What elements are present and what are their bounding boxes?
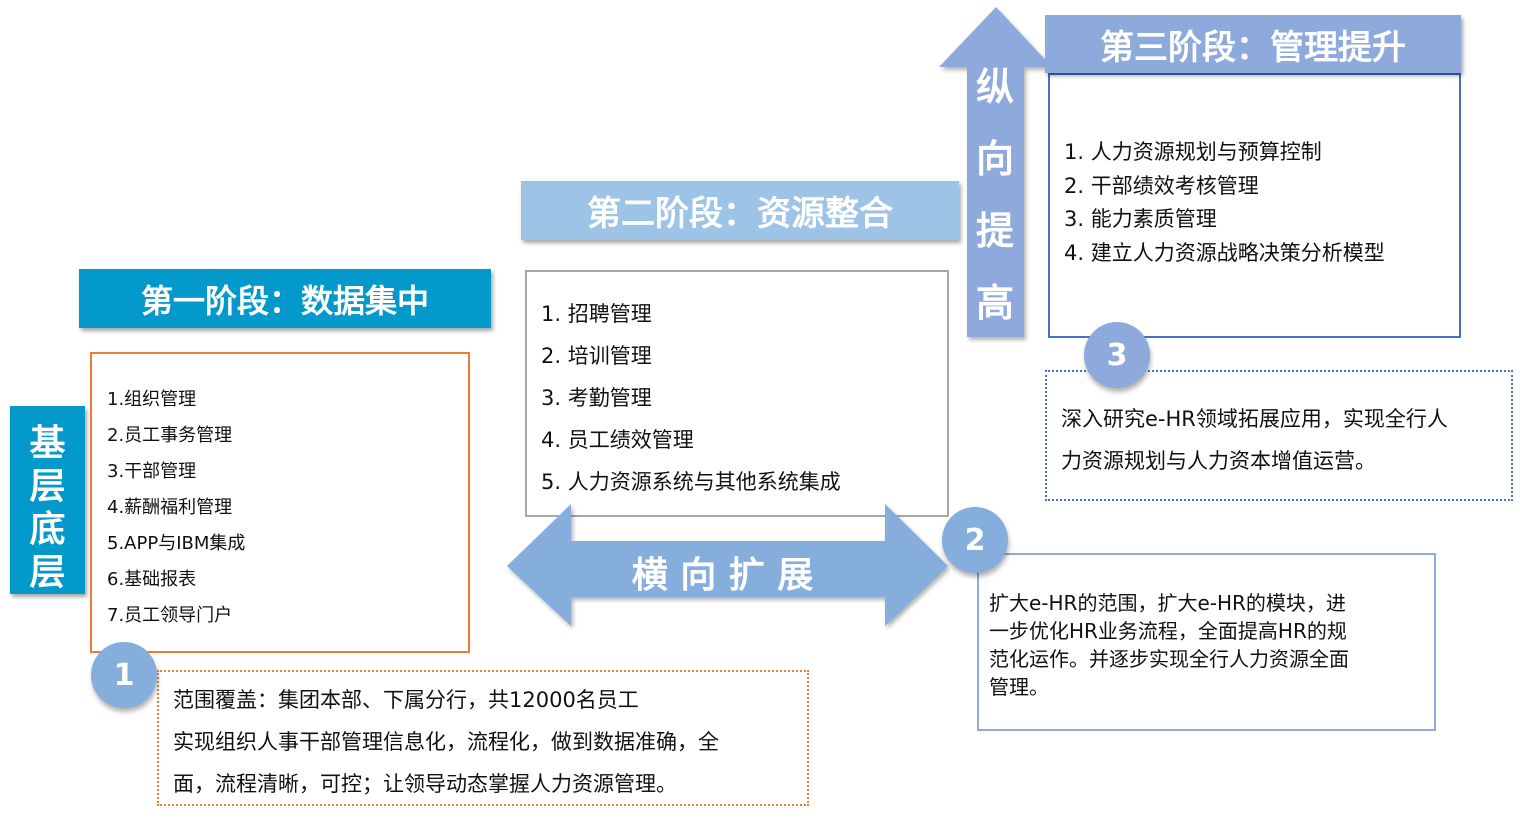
stage2-module-box <box>525 270 949 517</box>
vertical-raise-label: 纵 向 提 高 <box>966 56 1024 336</box>
stage1-item: 7.员工领导门户 <box>107 605 233 626</box>
stage2-item: 3. 考勤管理 <box>541 386 652 410</box>
stage1-desc-line: 范围覆盖：集团本部、下属分行，共12000名员工 <box>173 688 639 712</box>
stage3-item: 4. 建立人力资源战略决策分析模型 <box>1064 241 1385 265</box>
stage2-badge: 2 <box>942 507 1008 573</box>
stage2-desc-line: 范化运作。并逐步实现全行人力资源全面 <box>989 647 1349 671</box>
vertical-raise-char: 高 <box>975 281 1014 325</box>
stage3-item: 1. 人力资源规划与预算控制 <box>1064 140 1322 164</box>
stage1-desc-line: 实现组织人事干部管理信息化，流程化，做到数据准确，全 <box>173 730 719 754</box>
stage1-item: 4.薪酬福利管理 <box>107 497 233 518</box>
stage2-desc-line: 扩大e-HR的范围，扩大e-HR的模块，进 <box>989 591 1346 615</box>
stage2-item: 5. 人力资源系统与其他系统集成 <box>541 470 841 494</box>
horizontal-expand-label: 横 向 扩 展 <box>631 555 814 596</box>
horizontal-double-arrow-icon <box>507 504 948 626</box>
stage1-desc-box <box>157 670 809 806</box>
base-layer-label: 基 层 底 层 <box>10 406 85 594</box>
stage2-desc-box <box>977 553 1436 731</box>
stage2-desc-line: 一步优化HR业务流程，全面提高HR的规 <box>989 619 1347 643</box>
stage1-item: 6.基础报表 <box>107 569 197 590</box>
stage3-desc-line: 力资源规划与人力资本增值运营。 <box>1061 449 1376 473</box>
stage3-title: 第三阶段：管理提升 <box>1045 15 1461 73</box>
stage1-item: 2.员工事务管理 <box>107 425 233 446</box>
stage2-item: 2. 培训管理 <box>541 344 652 368</box>
vertical-raise-char: 纵 <box>975 65 1014 109</box>
vertical-raise-char: 提 <box>975 209 1014 253</box>
base-layer-char: 基 <box>29 423 66 464</box>
stage2-desc-line: 管理。 <box>989 675 1049 699</box>
stage3-item: 2. 干部绩效考核管理 <box>1064 174 1259 198</box>
stage3-badge: 3 <box>1084 322 1150 388</box>
stage1-module-box <box>90 352 470 653</box>
stage1-title: 第一阶段：数据集中 <box>79 269 491 328</box>
stage1-item: 5.APP与IBM集成 <box>107 533 246 554</box>
stage1-item: 3.干部管理 <box>107 461 197 482</box>
stage2-title: 第二阶段：资源整合 <box>521 181 959 240</box>
stage1-item: 1.组织管理 <box>107 389 197 410</box>
stage3-item: 3. 能力素质管理 <box>1064 207 1217 231</box>
stage1-badge: 1 <box>91 642 157 708</box>
stage1-desc-line: 面，流程清晰，可控；让领导动态掌握人力资源管理。 <box>173 772 677 796</box>
vertical-raise-char: 向 <box>975 137 1014 181</box>
stage3-desc-line: 深入研究e-HR领域拓展应用，实现全行人 <box>1061 407 1448 431</box>
stage2-item: 1. 招聘管理 <box>541 302 652 326</box>
stage3-module-box <box>1048 73 1461 338</box>
stage3-desc-box <box>1045 370 1513 501</box>
base-layer-char: 层 <box>29 552 66 593</box>
stage2-item: 4. 员工绩效管理 <box>541 428 694 452</box>
vertical-up-arrow-icon <box>939 7 1052 337</box>
base-layer-char: 层 <box>29 466 66 507</box>
base-layer-char: 底 <box>29 509 66 550</box>
